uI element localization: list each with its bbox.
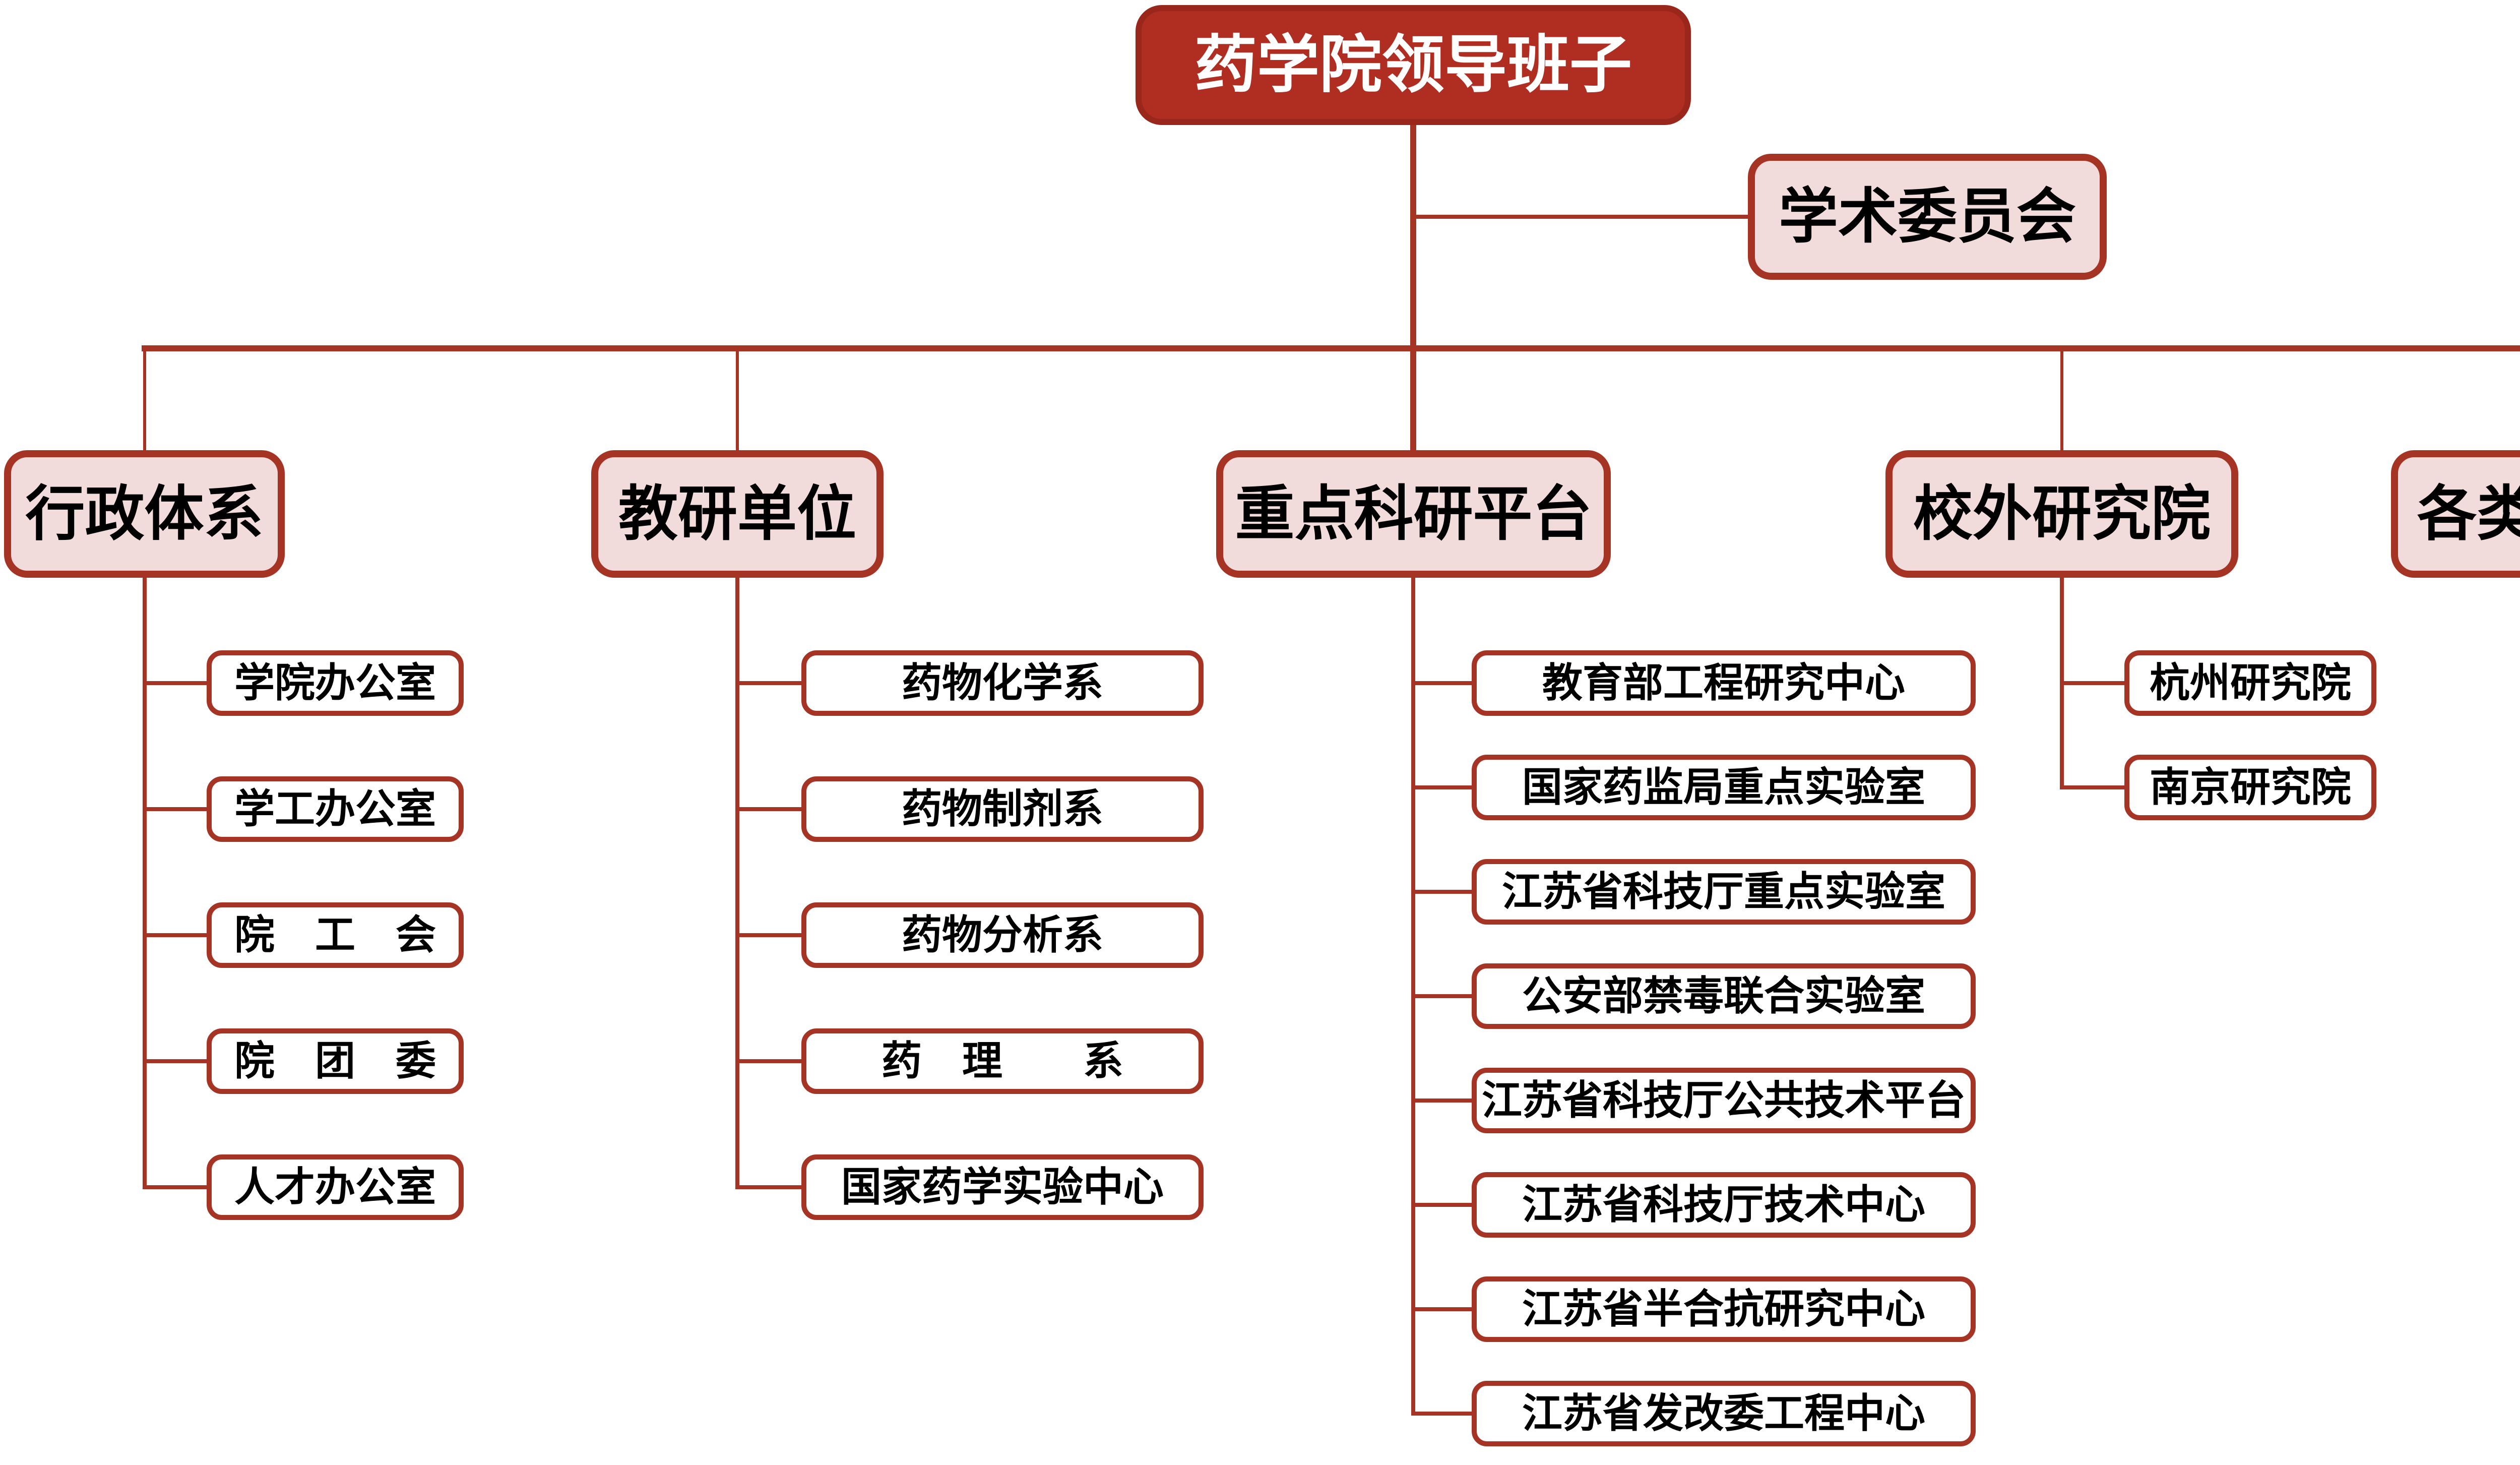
child-stub-line [1413, 681, 1472, 685]
org-node-box: 药物化学系 [801, 650, 1204, 716]
org-node-box: 教育部工程研究中心 [1472, 650, 1976, 716]
branch-drop-line [2060, 345, 2063, 450]
org-node-box: 药物分析系 [801, 902, 1204, 968]
child-stub-line [1413, 1412, 1472, 1416]
org-node-box: 江苏省科技厅公共技术平台 [1472, 1068, 1976, 1133]
org-node-box: 江苏省科技厅技术中心 [1472, 1172, 1976, 1238]
branch-trunk-line [735, 578, 739, 1189]
distribution-line [142, 345, 2520, 351]
org-node-box: 江苏省发改委工程中心 [1472, 1381, 1976, 1446]
child-stub-line [1413, 994, 1472, 998]
org-node-box: 公安部禁毒联合实验室 [1472, 963, 1976, 1029]
org-node-box: 药 理 系 [801, 1028, 1204, 1094]
branch-header-committees: 各类委员会 [2391, 450, 2520, 578]
org-node-box: 江苏省科技厅重点实验室 [1472, 859, 1976, 925]
branch-header-administrative: 行政体系 [4, 450, 285, 578]
branch-drop-line [143, 345, 146, 450]
child-stub-line [737, 1059, 801, 1063]
branch-trunk-line [143, 578, 147, 1189]
org-node-box: 院 团 委 [207, 1028, 464, 1094]
child-stub-line [1413, 785, 1472, 789]
branch-header-teaching-research-units: 教研单位 [591, 450, 884, 578]
org-node-box: 国家药监局重点实验室 [1472, 755, 1976, 820]
branch-header-external-institutes: 校外研究院 [1885, 450, 2238, 578]
org-node-box: 院 工 会 [207, 902, 464, 968]
child-stub-line [1413, 1307, 1472, 1311]
org-node-box: 江苏省半合抗研究中心 [1472, 1276, 1976, 1342]
child-stub-line [737, 807, 801, 811]
child-stub-line [1413, 1203, 1472, 1207]
child-stub-line [145, 933, 207, 937]
org-node-box: 药物制剂系 [801, 776, 1204, 842]
child-stub-line [737, 681, 801, 685]
child-stub-line [145, 681, 207, 685]
child-stub-line [737, 1185, 801, 1189]
org-node-box: 学工办公室 [207, 776, 464, 842]
org-node-box: 国家药学实验中心 [801, 1154, 1204, 1220]
academic-committee-connector [1413, 215, 1748, 219]
child-stub-line [1413, 890, 1472, 894]
org-node-box: 学院办公室 [207, 650, 464, 716]
branch-drop-line [736, 345, 739, 450]
child-stub-line [737, 933, 801, 937]
child-stub-line [145, 807, 207, 811]
org-root-box: 药学院领导班子 [1136, 5, 1691, 125]
org-node-box: 南京研究院 [2124, 755, 2376, 820]
child-stub-line [2062, 681, 2124, 685]
branch-header-key-research-platforms: 重点科研平台 [1216, 450, 1611, 578]
child-stub-line [145, 1185, 207, 1189]
child-stub-line [1413, 1098, 1472, 1103]
org-node-box: 杭州研究院 [2124, 650, 2376, 716]
org-node-box: 人才办公室 [207, 1154, 464, 1220]
academic-committee-box: 学术委员会 [1748, 154, 2107, 280]
child-stub-line [145, 1059, 207, 1063]
root-trunk-line [1410, 125, 1416, 450]
child-stub-line [2062, 785, 2124, 789]
